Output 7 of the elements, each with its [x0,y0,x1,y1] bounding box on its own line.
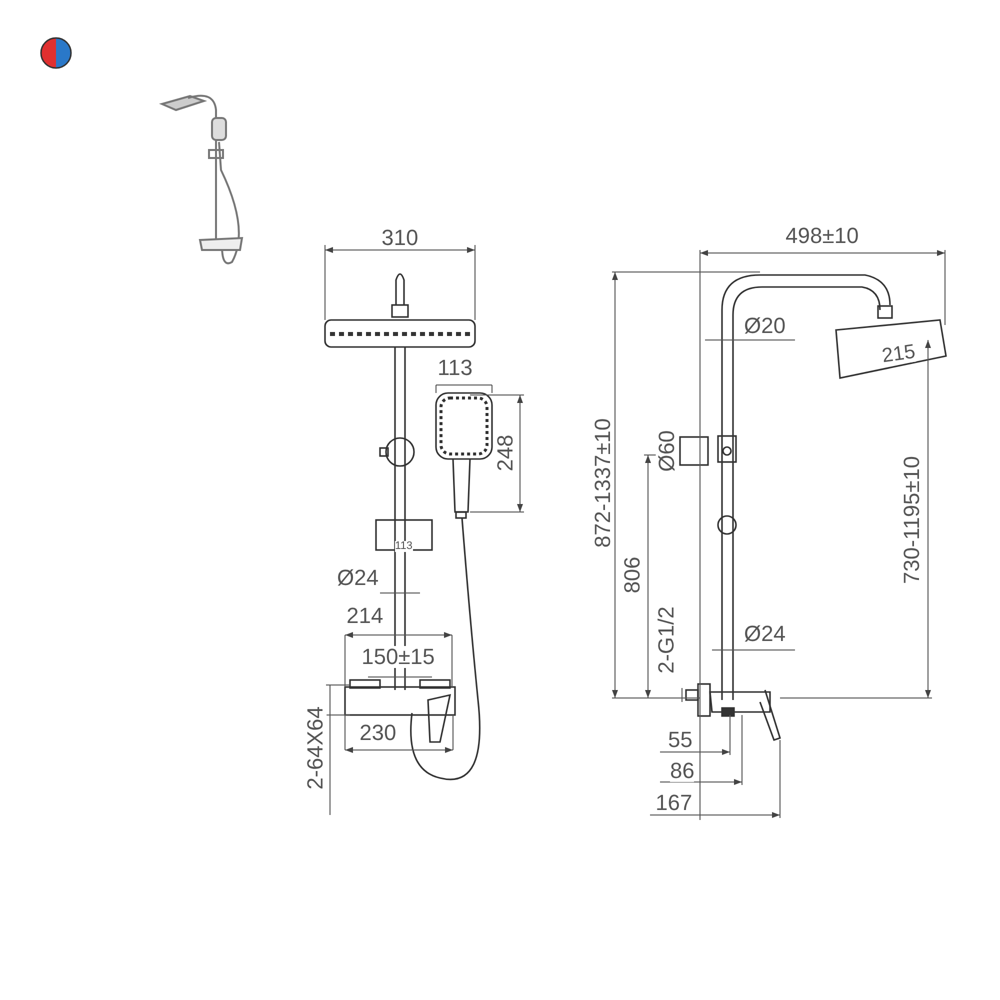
dimension-label: 113 [395,540,413,552]
dimension-label: 86 [670,760,694,782]
dimension-label: Ø60 [656,430,678,472]
dimension-label: Ø24 [337,567,379,589]
dimension-label: Ø24 [744,623,786,645]
dimension-label: Ø20 [744,315,786,337]
dimension-label: 150±15 [362,646,435,668]
